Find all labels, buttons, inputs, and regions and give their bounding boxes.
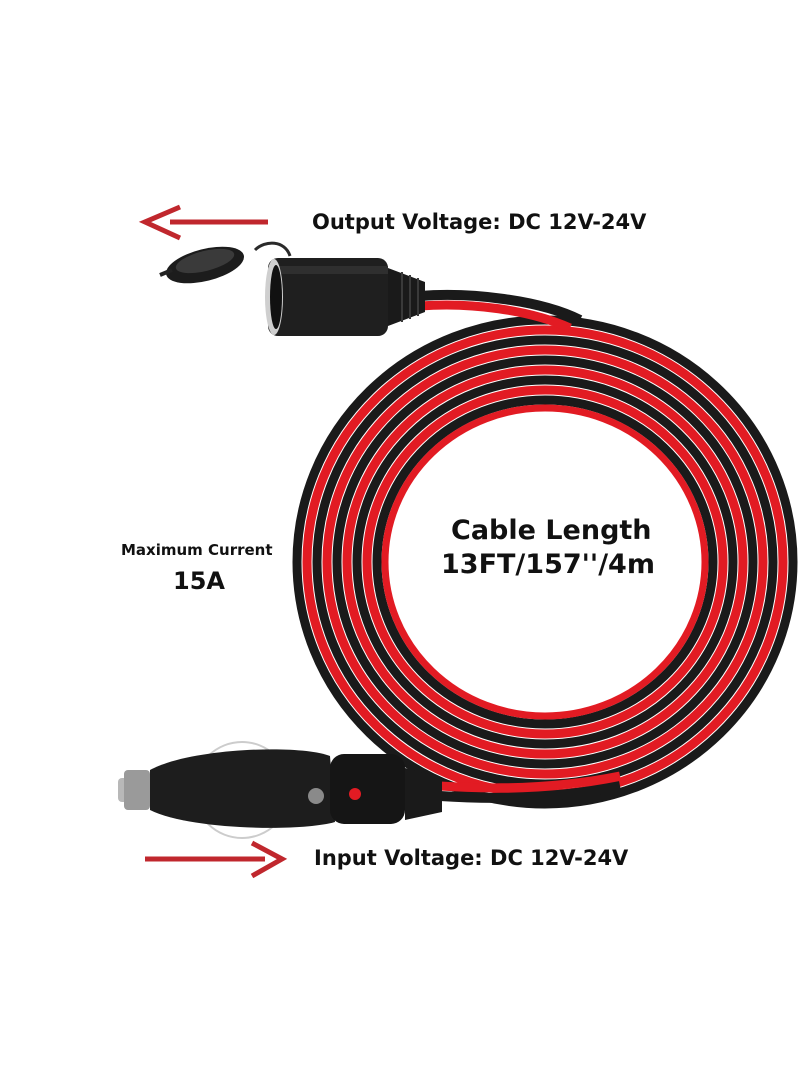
input-voltage-label: Input Voltage: DC 12V-24V <box>314 846 629 870</box>
cable-length-title: Cable Length <box>451 515 652 546</box>
coiled-cable <box>292 290 798 809</box>
cigarette-lighter-plug <box>118 741 442 839</box>
arrow-left-icon <box>138 204 268 241</box>
cable-length-value: 13FT/157''/4m <box>441 549 655 580</box>
led-indicator <box>349 788 361 800</box>
arrow-right-icon <box>145 840 288 879</box>
max-current-value: 15A <box>173 567 225 595</box>
cigarette-lighter-socket <box>159 241 425 336</box>
max-current-label: Maximum Current <box>121 541 273 559</box>
output-voltage-label: Output Voltage: DC 12V-24V <box>312 210 647 234</box>
